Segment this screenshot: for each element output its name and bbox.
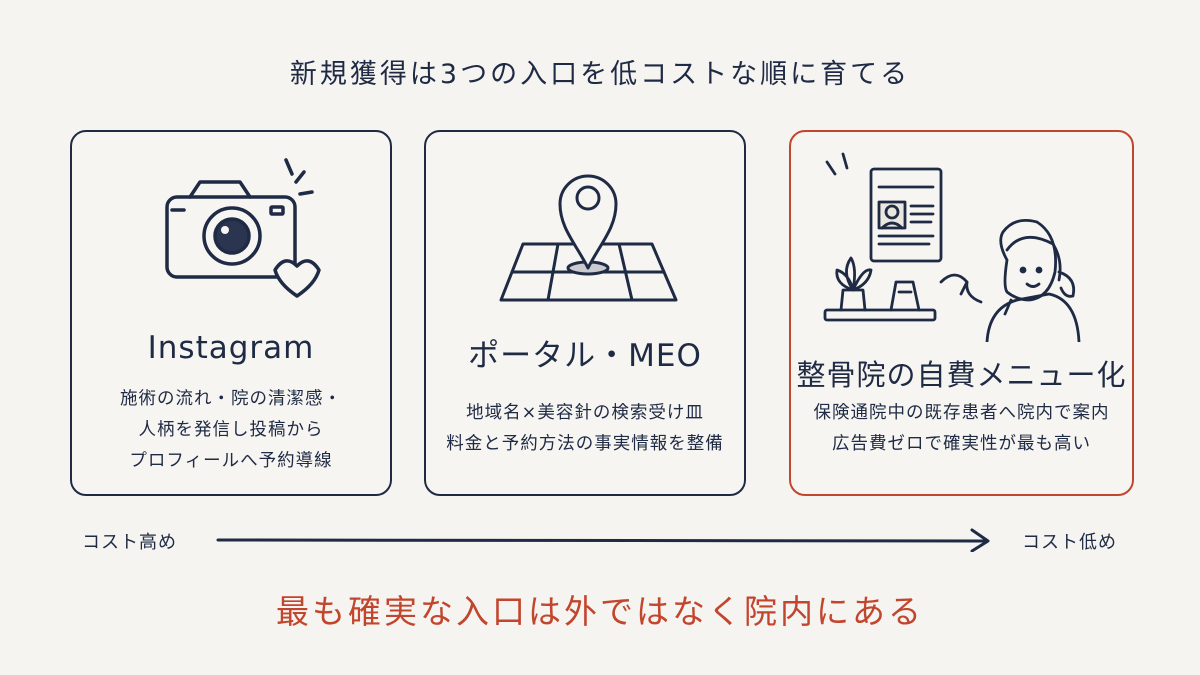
card-description: 地域名×美容針の検索受け皿 料金と予約方法の事実情報を整備 xyxy=(446,403,724,454)
map-pin-icon xyxy=(499,174,678,302)
axis-left-label: コスト高め xyxy=(82,532,177,553)
cost-arrow xyxy=(216,528,990,552)
card-name: ポータル・MEO xyxy=(468,338,702,374)
card-name: Instagram xyxy=(147,330,315,366)
card-description: 保険通院中の既存患者へ院内で案内 広告費ゼロで確実性が最も高い xyxy=(813,403,1110,454)
camera-heart-icon xyxy=(165,158,321,298)
card-description: 施術の流れ・院の清潔感・ 人柄を発信し投稿から プロフィールへ予約導線 xyxy=(120,389,342,471)
card-instagram: Instagram 施術の流れ・院の清潔感・ 人柄を発信し投稿から プロフィール… xyxy=(70,130,392,496)
axis-right-label: コスト低め xyxy=(1022,532,1117,553)
card-clinic-self-pay: 整骨院の自費メニュー化 保険通院中の既存患者へ院内で案内 広告費ゼロで確実性が最… xyxy=(789,130,1134,496)
receptionist-poster-icon xyxy=(823,152,1081,342)
conclusion-text: 最も確実な入口は外ではなく院内にある xyxy=(276,592,924,631)
card-name: 整骨院の自費メニュー化 xyxy=(796,358,1127,392)
card-portal-meo: ポータル・MEO 地域名×美容針の検索受け皿 料金と予約方法の事実情報を整備 xyxy=(424,130,746,496)
page-title: 新規獲得は3つの入口を低コストな順に育てる xyxy=(289,59,911,90)
